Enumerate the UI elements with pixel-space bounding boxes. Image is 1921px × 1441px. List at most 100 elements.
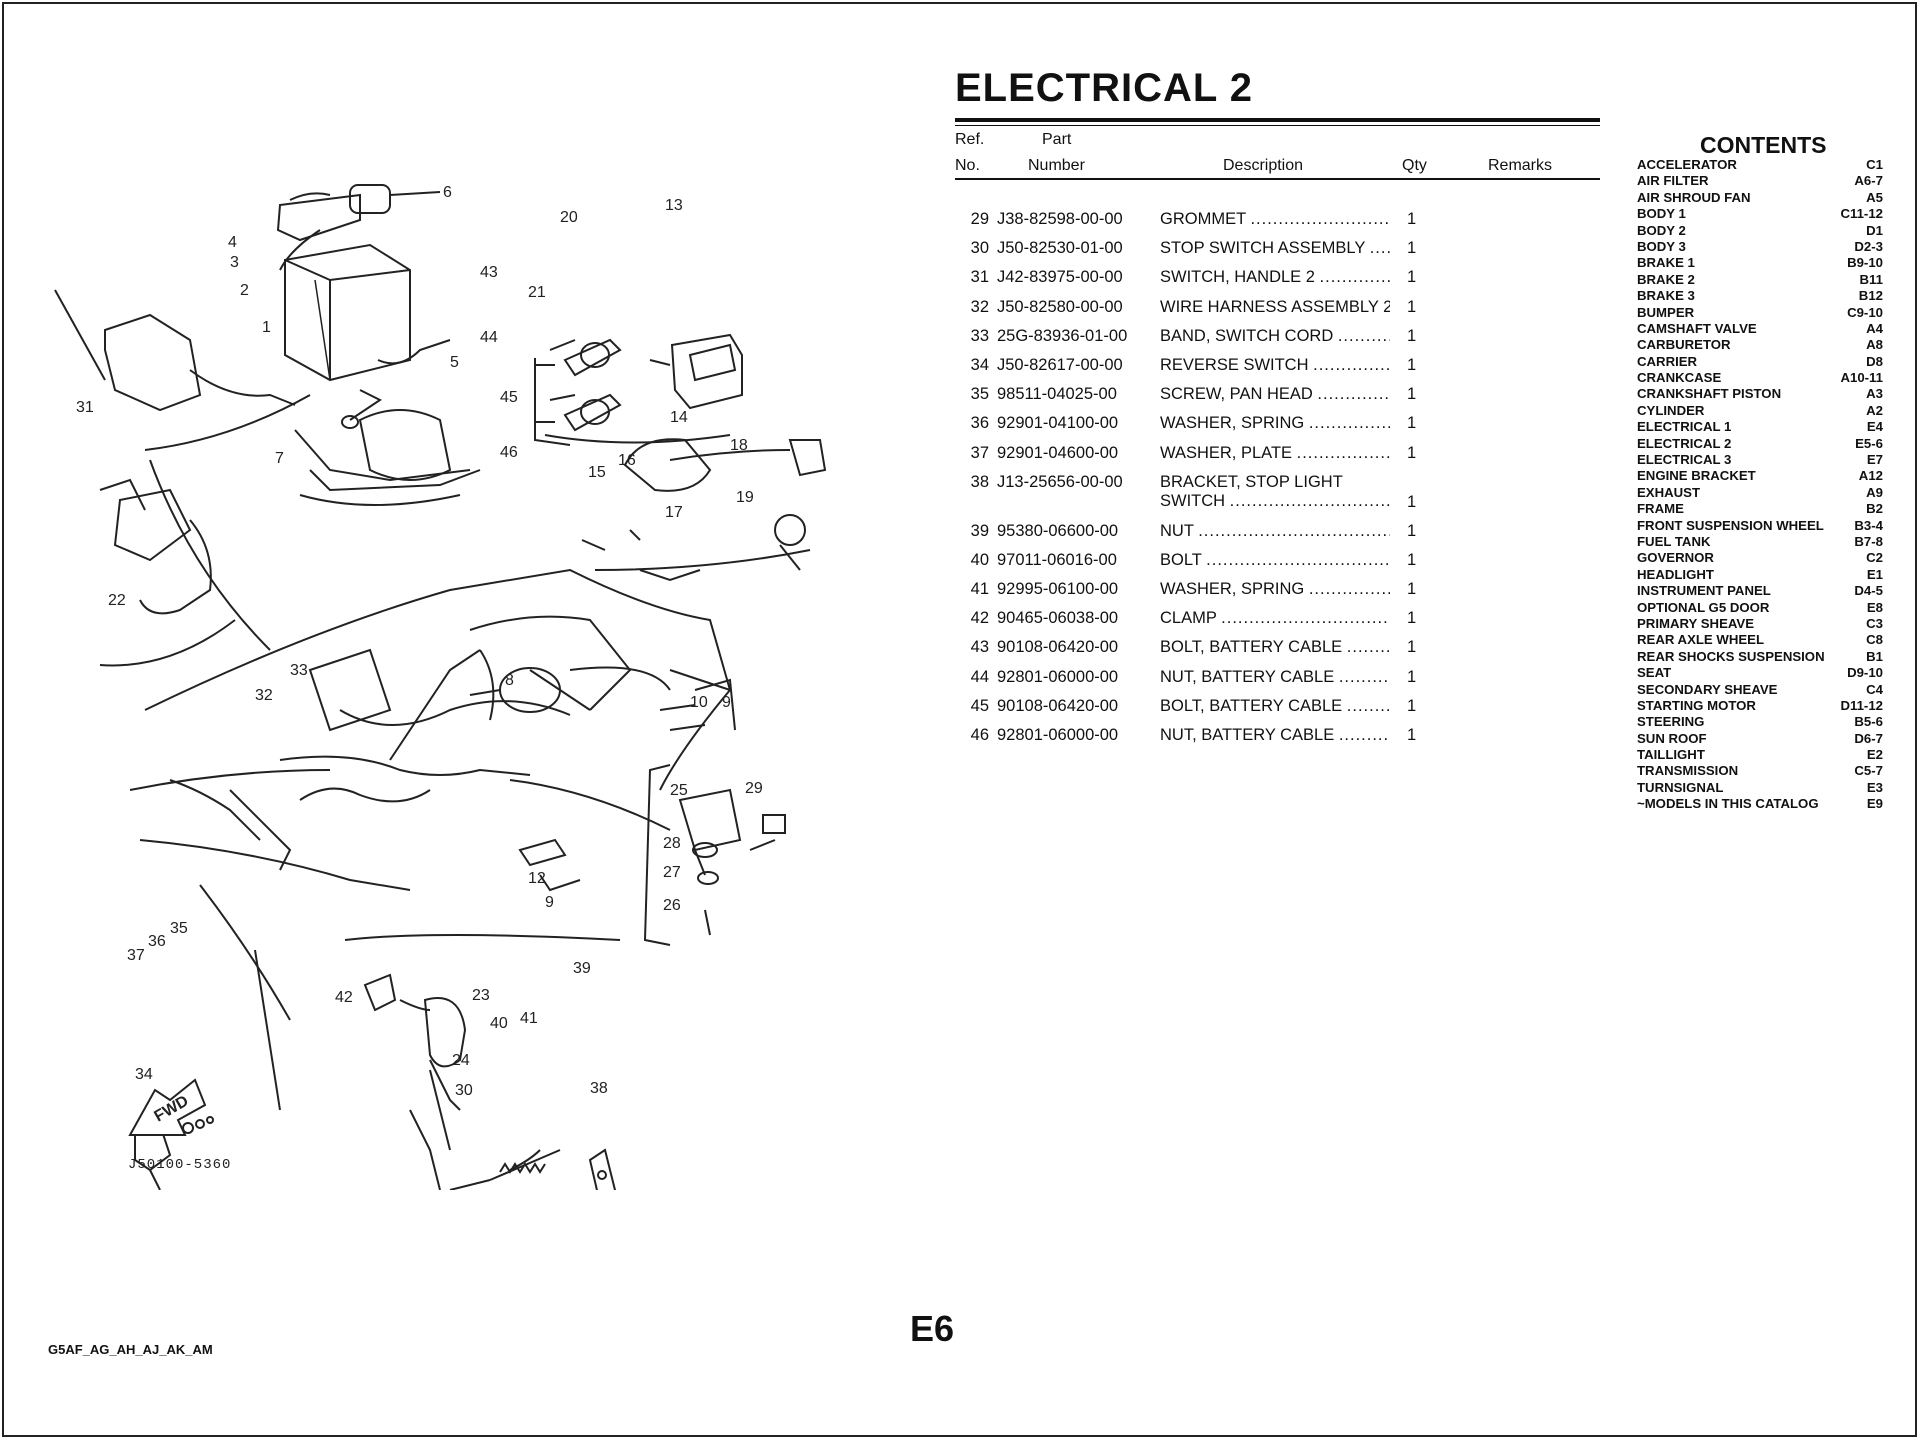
ref-no: 42 <box>970 609 989 628</box>
contents-item-page: B12 <box>1858 288 1883 304</box>
page-title: ELECTRICAL 2 <box>955 66 1253 110</box>
contents-item-name: SUN ROOF <box>1637 730 1707 746</box>
description: BOLT ...................................… <box>1160 550 1390 569</box>
description: NUT, BATTERY CABLE .....................… <box>1160 726 1390 744</box>
contents-item-page: B2 <box>1866 501 1883 517</box>
callout-8: 8 <box>505 672 514 689</box>
callout-32: 32 <box>255 687 273 704</box>
callout-21: 21 <box>528 284 546 301</box>
callout-17: 17 <box>665 504 683 521</box>
callout-24: 24 <box>452 1052 470 1069</box>
ref-no: 46 <box>970 726 989 744</box>
contents-item-page: D6-7 <box>1854 730 1883 746</box>
callout-6: 6 <box>443 184 452 201</box>
contents-item-page: C11-12 <box>1840 206 1883 222</box>
header-part: Part <box>1042 131 1072 148</box>
qty: 1 <box>1407 297 1417 316</box>
table-row: 35 98511-04025-00 SCREW, PAN HEAD ......… <box>955 385 1595 414</box>
qty: 1 <box>1407 580 1417 599</box>
qty: 1 <box>1407 696 1417 715</box>
table-row: 30 J50-82530-01-00 STOP SWITCH ASSEMBLY … <box>955 239 1595 268</box>
contents-item-name: EXHAUST <box>1637 484 1701 500</box>
contents-item-name: ENGINE BRACKET <box>1637 468 1756 484</box>
qty: 1 <box>1407 268 1417 287</box>
callout-26: 26 <box>663 897 681 914</box>
description: NUT, BATTERY CABLE .....................… <box>1160 667 1390 686</box>
callout-45: 45 <box>500 389 518 406</box>
contents-item-page: E5-6 <box>1855 435 1883 451</box>
qty: 1 <box>1407 355 1417 374</box>
contents-item-page: A6-7 <box>1854 173 1883 189</box>
header-number: Number <box>1028 157 1085 174</box>
parts-table: 29 J38-82598-00-00 GROMMET .............… <box>955 210 1595 755</box>
table-row: 40 97011-06016-00 BOLT .................… <box>955 551 1595 580</box>
table-row: 46 92801-06000-00 NUT, BATTERY CABLE ...… <box>955 726 1595 755</box>
part-number: 90108-06420-00 <box>997 696 1119 715</box>
contents-item-name: SECONDARY SHEAVE <box>1637 681 1778 697</box>
title-rule-thin <box>955 125 1600 126</box>
qty: 1 <box>1407 385 1417 404</box>
ref-no: 39 <box>970 521 989 540</box>
callout-42: 42 <box>335 989 353 1006</box>
table-row: 41 92995-06100-00 WASHER, SPRING .......… <box>955 580 1595 609</box>
contents-item-name: ELECTRICAL 1 <box>1637 419 1732 435</box>
contents-item-name: FRONT SUSPENSION WHEEL <box>1637 517 1824 533</box>
part-number: J50-82530-01-00 <box>997 239 1123 258</box>
callout-35: 35 <box>170 920 188 937</box>
contents-item-page: E9 <box>1866 796 1883 812</box>
qty: 1 <box>1407 239 1417 258</box>
callout-41: 41 <box>520 1010 538 1027</box>
callout-39: 39 <box>573 960 591 977</box>
contents-item-page: A9 <box>1866 484 1883 500</box>
contents-item-name: FRAME <box>1637 501 1684 517</box>
contents-item-name: BUMPER <box>1637 304 1695 320</box>
callout-44: 44 <box>480 329 498 346</box>
callout-37: 37 <box>127 947 145 964</box>
callout-5: 5 <box>450 354 459 371</box>
contents-item: CRANKCASE A10-11 <box>1637 370 1883 386</box>
contents-item-name: STARTING MOTOR <box>1637 697 1756 713</box>
description: GROMMET ................................… <box>1160 210 1390 228</box>
contents-item-name: BODY 2 <box>1637 222 1686 238</box>
table-row: 36 92901-04100-00 WASHER, SPRING .......… <box>955 414 1595 443</box>
contents-item-page: E1 <box>1866 566 1883 582</box>
description: WASHER, SPRING .........................… <box>1160 580 1390 599</box>
part-number: 92801-06000-00 <box>997 726 1119 744</box>
callout-2: 2 <box>240 282 249 299</box>
contents-item-page: A10-11 <box>1840 370 1883 386</box>
contents-item-name: REAR AXLE WHEEL <box>1637 632 1764 648</box>
contents-item: FRAME B2 <box>1637 501 1883 517</box>
ref-no: 45 <box>970 696 989 715</box>
part-number: 90465-06038-00 <box>997 609 1119 628</box>
contents-item-name: CRANKCASE <box>1637 370 1722 386</box>
header-rule <box>955 178 1600 180</box>
callout-9b: 9 <box>545 894 554 911</box>
callout-7: 7 <box>275 450 284 467</box>
contents-item-name: STEERING <box>1637 714 1705 730</box>
callout-34: 34 <box>135 1066 153 1083</box>
contents-item-name: CRANKSHAFT PISTON <box>1637 386 1782 402</box>
table-row: 45 90108-06420-00 BOLT, BATTERY CABLE ..… <box>955 697 1595 726</box>
qty: 1 <box>1407 609 1417 628</box>
contents-item-name: GOVERNOR <box>1637 550 1714 566</box>
part-number: J38-82598-00-00 <box>997 210 1123 228</box>
contents-item-name: ELECTRICAL 3 <box>1637 452 1732 468</box>
exploded-parts-diagram: 6 4 3 2 1 43 44 5 20 13 21 31 45 46 7 14… <box>30 150 830 1227</box>
contents-item-name: AIR SHROUD FAN <box>1637 189 1751 205</box>
ref-no: 31 <box>970 268 989 287</box>
ref-no: 43 <box>970 638 989 657</box>
